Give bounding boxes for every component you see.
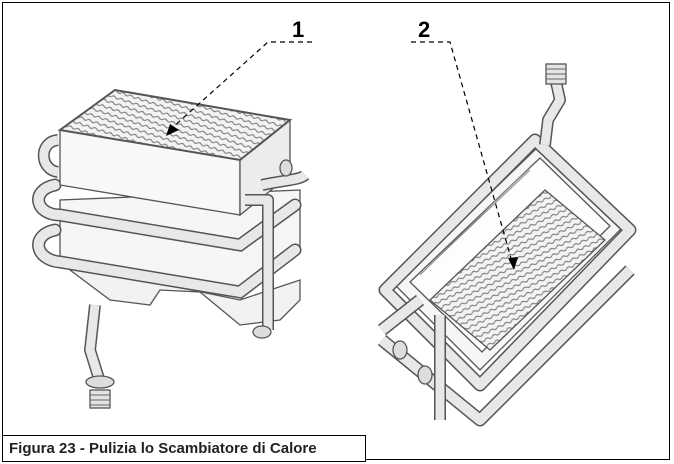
callout-leader-2 xyxy=(411,41,513,263)
figure-caption: Figura 23 - Pulizia lo Scambiatore di Ca… xyxy=(9,440,317,457)
callout-number-1: 1 xyxy=(292,17,305,42)
callout-arrow-1 xyxy=(166,124,179,136)
heat-exchanger-right xyxy=(377,63,637,427)
callout-leader-1 xyxy=(171,41,312,129)
callout-number-2: 2 xyxy=(418,17,431,42)
heat-exchanger-left xyxy=(32,88,310,409)
callout-arrow-2 xyxy=(508,257,518,270)
figure-caption-box: Figura 23 - Pulizia lo Scambiatore di Ca… xyxy=(2,435,366,462)
